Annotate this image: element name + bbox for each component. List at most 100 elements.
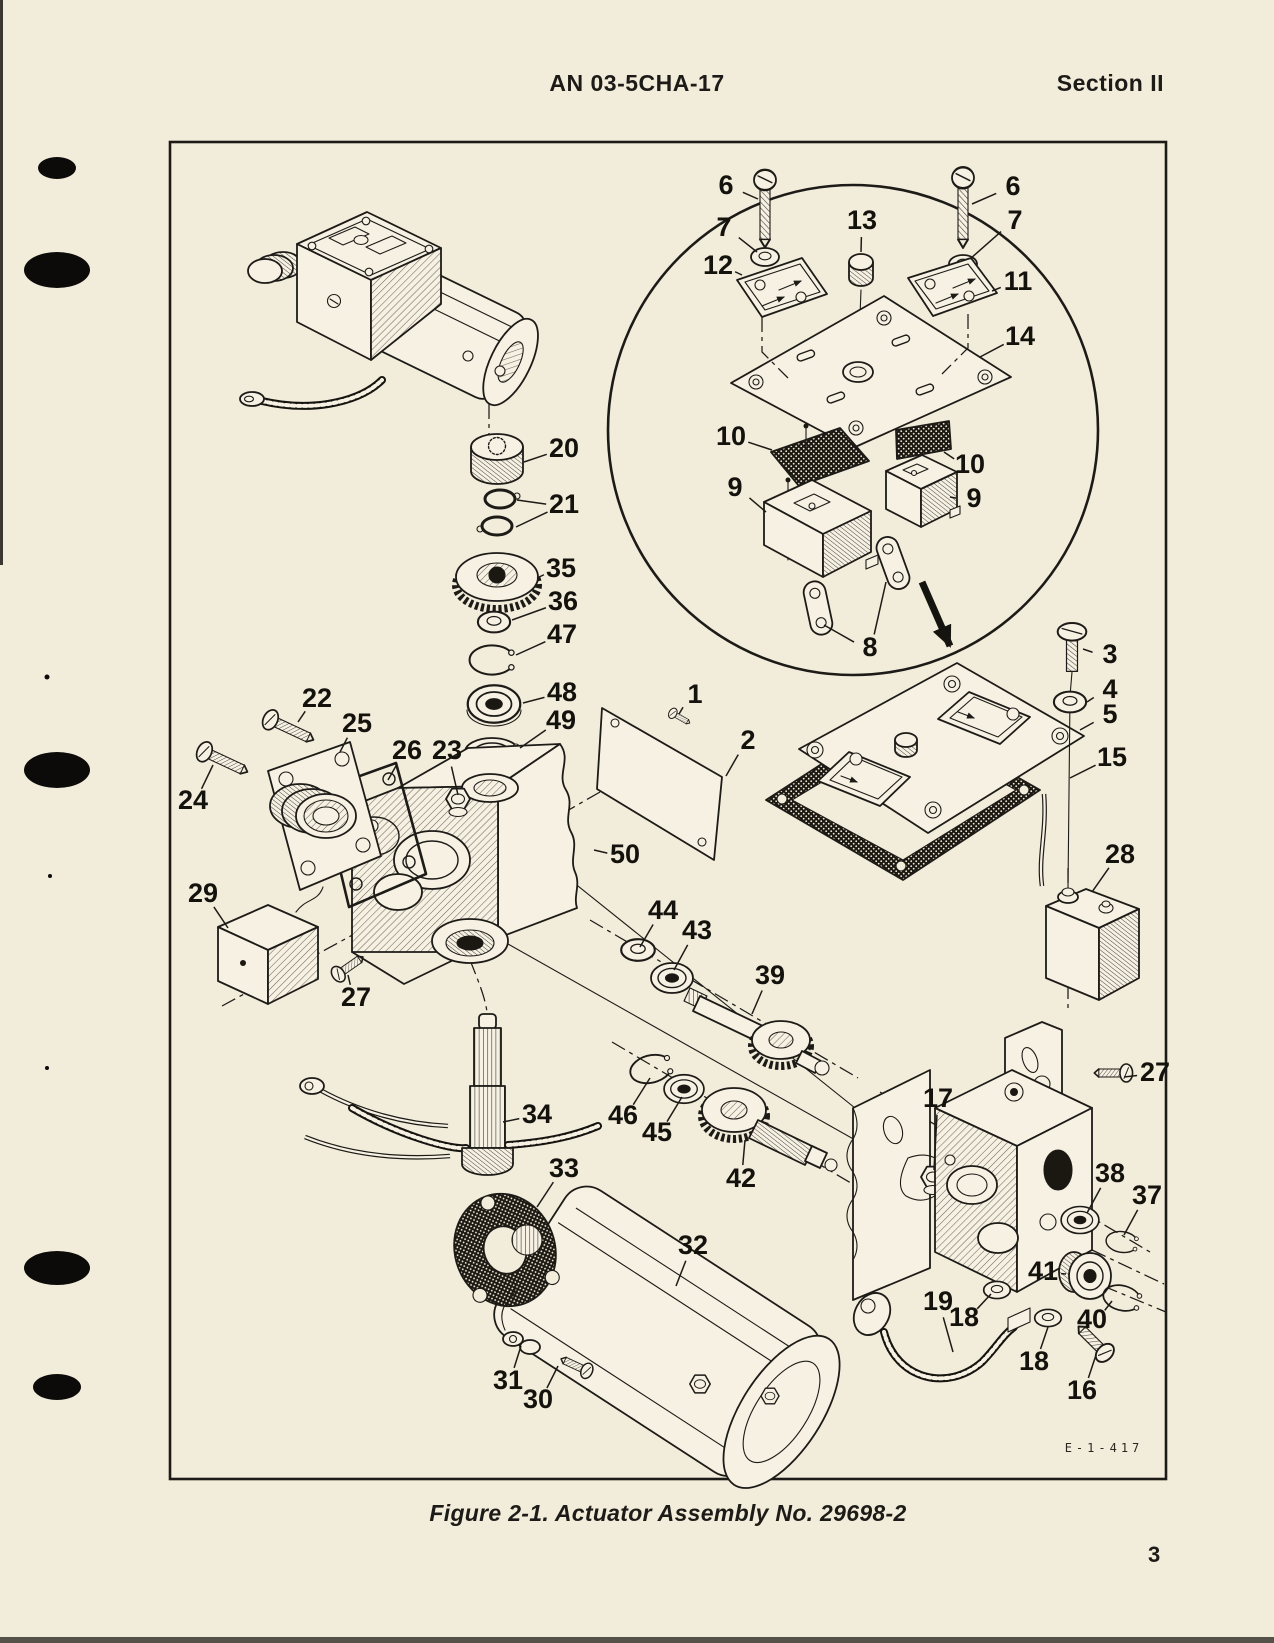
- callout-leader-18: [976, 1293, 992, 1310]
- header-doc-number: AN 03-5CHA-17: [549, 70, 725, 96]
- callout-leader-4: [1086, 696, 1095, 703]
- callout-leader-17: [933, 1114, 938, 1171]
- callout-leader-30: [546, 1365, 559, 1389]
- part-11-slider-plate: [907, 257, 998, 317]
- callout-48: 48: [547, 677, 577, 707]
- assembled-actuator-unit: [239, 211, 539, 410]
- callout-44: 44: [648, 895, 678, 925]
- part-3-screw: [1056, 622, 1088, 673]
- figure-caption: Figure 2-1. Actuator Assembly No. 29698-…: [429, 1500, 907, 1526]
- callout-leader-19: [942, 1317, 954, 1353]
- part-42-worm-gear: [698, 1087, 838, 1172]
- callout-41: 41: [1028, 1256, 1058, 1286]
- part-27-screw: [1093, 1063, 1134, 1083]
- callout-18: 18: [949, 1302, 979, 1332]
- part-35-gear: [452, 552, 542, 613]
- callout-25: 25: [342, 708, 372, 738]
- part-12-slider-plate: [736, 257, 828, 318]
- callout-leader-25: [339, 737, 349, 753]
- callout-10: 10: [716, 421, 746, 451]
- callout-leader-14: [979, 343, 1005, 358]
- callout-leader-18: [1039, 1326, 1049, 1350]
- callout-leader-9: [949, 496, 957, 499]
- callout-7: 7: [1007, 205, 1022, 235]
- callout-leader-21: [515, 511, 548, 528]
- inset-pointer-arrow: [918, 580, 954, 648]
- callout-leader-38: [1086, 1187, 1102, 1214]
- callout-9: 9: [727, 472, 742, 502]
- callout-leader-44: [639, 924, 654, 948]
- figure-border: [168, 140, 1168, 1481]
- callout-leader-20: [523, 453, 547, 463]
- callout-leader-45: [666, 1096, 683, 1122]
- callout-leader-11: [991, 286, 1002, 292]
- callout-21: 21: [549, 489, 579, 519]
- callout-leader-24: [200, 764, 214, 790]
- callout-39: 39: [755, 960, 785, 990]
- part-44-washer: [620, 938, 656, 962]
- callout-18: 18: [1019, 1346, 1049, 1376]
- part-29-cover-box: [217, 886, 324, 1005]
- part-9-microswitches: [763, 454, 961, 578]
- page-scan-edge-bottom: [0, 1637, 1274, 1643]
- callout-leader-5: [1079, 721, 1095, 731]
- callout-leader-50: [593, 849, 608, 854]
- callout-49: 49: [546, 705, 576, 735]
- detail-circle-inset: [606, 166, 1100, 677]
- callout-28: 28: [1105, 839, 1135, 869]
- callout-13: 13: [847, 205, 877, 235]
- callout-leader-27: [347, 974, 352, 985]
- callout-3: 3: [1102, 639, 1117, 669]
- callout-12: 12: [703, 250, 733, 280]
- part-14-mounting-plate: [730, 295, 1012, 449]
- page-scan-edge-left: [0, 0, 3, 565]
- bracket-group: [846, 1021, 1145, 1383]
- callout-29: 29: [188, 878, 218, 908]
- callout-42: 42: [726, 1163, 756, 1193]
- callout-15: 15: [1097, 742, 1127, 772]
- callout-leader-34: [502, 1117, 520, 1123]
- callout-32: 32: [678, 1230, 708, 1260]
- callout-11: 11: [1004, 266, 1033, 296]
- header-section-label: Section II: [1056, 70, 1164, 96]
- callout-22: 22: [302, 683, 332, 713]
- callout-40: 40: [1077, 1304, 1107, 1334]
- callout-leader-39: [751, 990, 763, 1015]
- callout-4: 4: [1102, 674, 1117, 704]
- callout-16: 16: [1067, 1375, 1097, 1405]
- callout-50: 50: [610, 839, 640, 869]
- callout-47: 47: [547, 619, 577, 649]
- binder-punch-marks: [24, 157, 90, 1400]
- part-5-cover-plate: [798, 662, 1085, 834]
- callout-43: 43: [682, 915, 712, 945]
- callout-leader-37: [1123, 1209, 1139, 1236]
- callout-leader-43: [673, 944, 689, 971]
- part-4-washer: [1052, 690, 1088, 714]
- callout-leader-2: [725, 754, 739, 777]
- callout-17: 17: [923, 1083, 953, 1113]
- part-38-bearing: [1060, 1205, 1100, 1235]
- part-45-bearing: [663, 1073, 705, 1105]
- callout-8: 8: [862, 632, 877, 662]
- callout-leader-16: [1087, 1354, 1097, 1379]
- page-number: 3: [1148, 1542, 1161, 1567]
- callout-leader-10: [748, 441, 773, 451]
- callout-14: 14: [1005, 321, 1035, 351]
- callout-leader-28: [1091, 867, 1110, 893]
- callout-9: 9: [966, 483, 981, 513]
- part-48-bearing: [466, 684, 522, 727]
- part-28-capacitor: [1045, 887, 1140, 1001]
- callout-leader-48: [522, 696, 545, 704]
- callout-37: 37: [1132, 1180, 1162, 1210]
- callout-leader-42: [742, 1139, 746, 1166]
- part-32-motor: [493, 1185, 841, 1489]
- callout-leader-46: [632, 1077, 651, 1106]
- drawing-number: E-1-417: [1065, 1441, 1144, 1455]
- callout-46: 46: [608, 1100, 638, 1130]
- part-18-washer: [1033, 1308, 1063, 1328]
- callout-20: 20: [549, 433, 579, 463]
- callout-leader-15: [1069, 764, 1096, 779]
- callout-38: 38: [1095, 1158, 1125, 1188]
